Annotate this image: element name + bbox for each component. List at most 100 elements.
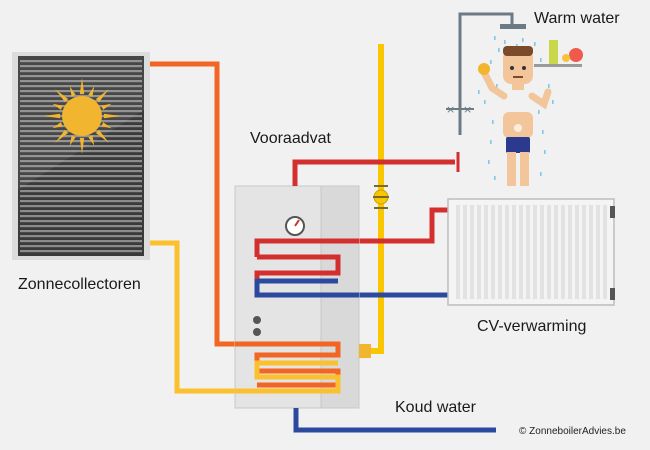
sun-ray: [52, 122, 63, 129]
water-drop: [540, 58, 542, 62]
person-head: [503, 50, 533, 84]
person-leg-left: [507, 152, 516, 186]
radiator-fin: [554, 205, 558, 299]
sun-ray: [69, 135, 76, 146]
water-drop: [504, 40, 506, 44]
coil-solar-return: [235, 360, 341, 394]
collector-stripe: [20, 65, 142, 68]
soap-ball: [562, 54, 570, 62]
collector-stripe: [20, 210, 142, 213]
radiator-fin: [596, 205, 600, 299]
collector-stripe: [20, 235, 142, 238]
water-drop: [542, 130, 544, 134]
gauge-icon: [285, 216, 305, 236]
sun-ray: [88, 86, 95, 97]
water-drop: [534, 42, 536, 46]
collector-stripe: [20, 175, 142, 178]
tank-indicator-dot-1: [253, 316, 261, 324]
radiator-fin: [589, 205, 593, 299]
water-drop: [484, 100, 486, 104]
radiator-fin: [547, 205, 551, 299]
tank-coils: [235, 162, 359, 430]
water-drop: [498, 48, 500, 52]
collector-stripe: [20, 60, 142, 63]
tank-indicator-dot-2: [253, 328, 261, 336]
sun-ray: [55, 129, 69, 143]
pipe-warm-water: [292, 159, 455, 186]
collector-stripe: [20, 230, 142, 233]
solar-collector: [12, 52, 150, 260]
radiator-fin: [484, 205, 488, 299]
sun-ray: [101, 103, 112, 110]
sun-core: [62, 96, 102, 136]
radiator-fin: [603, 205, 607, 299]
radiator-fins: [456, 205, 607, 299]
radiator-icon: [447, 198, 615, 306]
person-mouth: [513, 76, 523, 78]
label-collectors: Zonnecollectoren: [18, 276, 141, 293]
collector-stripe: [20, 215, 142, 218]
shower-tap-left: ×: [446, 103, 455, 116]
collector-stripe: [20, 80, 142, 83]
coil-heating-return: [254, 279, 359, 298]
sun-icon: [44, 78, 120, 154]
collector-stripe: [20, 240, 142, 243]
water-drop: [492, 120, 494, 124]
person-eye-left: [510, 66, 514, 70]
sun-ray: [95, 129, 109, 143]
sun-ray: [95, 89, 109, 103]
water-drop: [490, 60, 492, 64]
valve-icon: [359, 185, 389, 358]
radiator-fin: [491, 205, 495, 299]
collector-stripe: [20, 150, 142, 153]
collector-stripe: [20, 200, 142, 203]
collector-stripe: [20, 170, 142, 173]
water-drop: [490, 140, 492, 144]
label-copyright: © ZonneboilerAdvies.be: [519, 426, 626, 437]
person-leg-right: [520, 152, 529, 186]
collector-stripe: [20, 205, 142, 208]
collector-stripe: [20, 245, 142, 248]
radiator-valve-top: [610, 206, 615, 218]
sun-ray: [88, 135, 95, 146]
person-eye-right: [522, 66, 526, 70]
radiator-fin: [456, 205, 460, 299]
radiator-fin: [498, 205, 502, 299]
collector-stripe: [20, 70, 142, 73]
water-drop: [552, 100, 554, 104]
radiator-fin: [470, 205, 474, 299]
radiator-fin: [526, 205, 530, 299]
water-drop: [496, 84, 498, 88]
person-arm-left: [480, 68, 508, 100]
gauge-needle: [294, 219, 300, 227]
radiator-fin: [477, 205, 481, 299]
water-drop: [494, 176, 496, 180]
label-tank: Vooraadvat: [250, 130, 331, 147]
collector-stripe: [20, 75, 142, 78]
collector-stripe: [20, 195, 142, 198]
label-warm-water: Warm water: [534, 10, 620, 27]
person-neck: [512, 84, 524, 90]
radiator-fin: [533, 205, 537, 299]
person-sponge: [478, 63, 490, 75]
sun-ray: [101, 122, 112, 129]
radiator-fin: [505, 205, 509, 299]
label-heating: CV-verwarming: [477, 318, 587, 335]
water-drop: [478, 90, 480, 94]
sun-ray: [52, 103, 63, 110]
water-drop: [538, 110, 540, 114]
water-drop: [494, 36, 496, 40]
water-drop: [544, 150, 546, 154]
coil-heating-mid: [254, 254, 341, 287]
person-icon: [478, 46, 552, 186]
soap-jar: [569, 48, 583, 62]
sun-ray: [44, 113, 61, 119]
water-drops: [478, 36, 554, 180]
radiator-fin: [568, 205, 572, 299]
collector-stripe: [20, 250, 142, 253]
radiator-fin: [561, 205, 565, 299]
sun-ray: [79, 78, 85, 95]
water-drop: [488, 160, 490, 164]
